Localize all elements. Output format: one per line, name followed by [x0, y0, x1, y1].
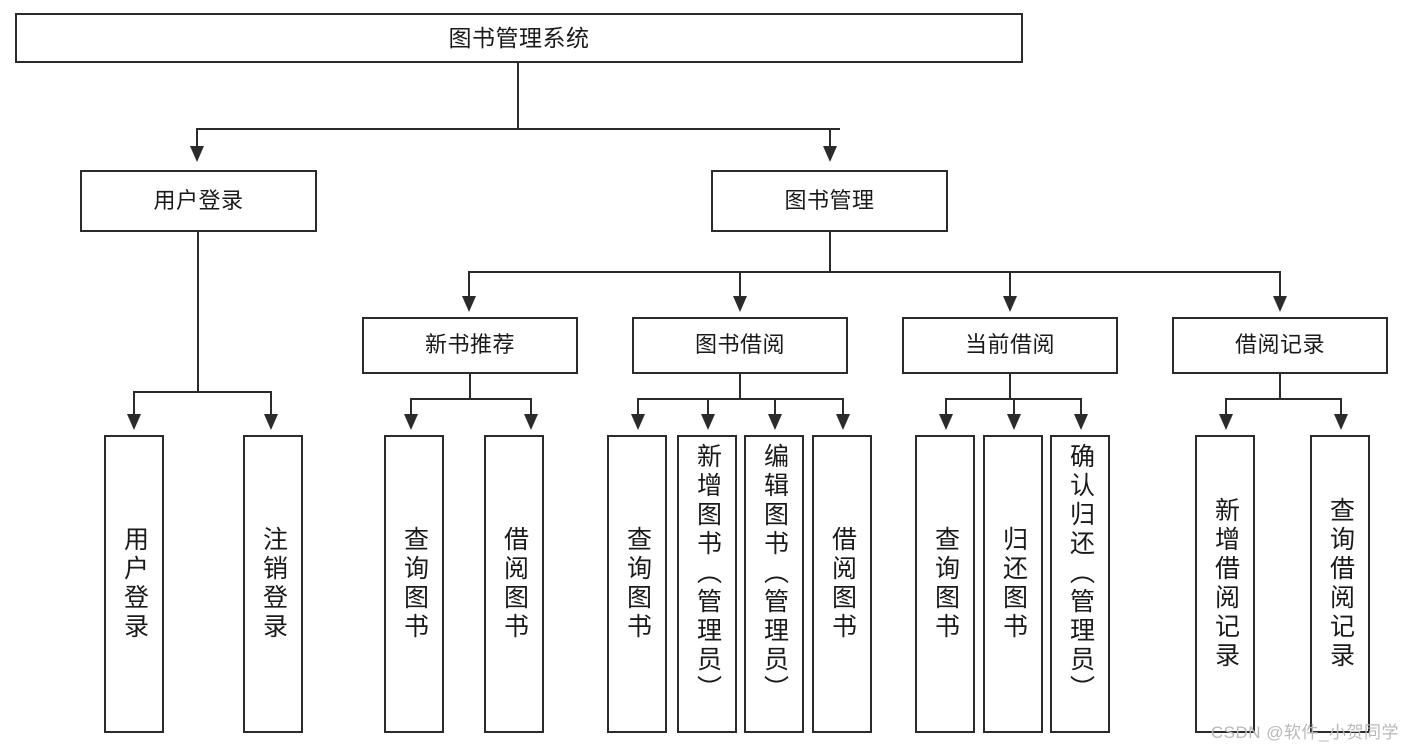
connector-root-to-user-login: [196, 128, 198, 148]
connector-user-login-bar: [133, 391, 270, 393]
connector-current-borrow-stem: [1009, 374, 1011, 399]
connector-to-current-borrow: [1009, 271, 1011, 297]
connector-book-borrow-stem: [739, 374, 741, 399]
node-label: 借阅记录: [1234, 332, 1325, 358]
connector-root-bar: [196, 128, 840, 130]
arrowhead-borrow-record: [1273, 296, 1287, 312]
node-label: 确认归还（管理员）: [1066, 443, 1095, 704]
connector-br-drop-1: [1225, 398, 1227, 416]
node-label: 归还图书: [999, 526, 1028, 642]
connector-cb-drop-3: [1080, 398, 1082, 416]
node-label: 注销登录: [259, 526, 288, 642]
node-label: 用户登录: [120, 526, 149, 642]
arrowhead-leaf-query-book-3: [939, 414, 953, 430]
node-label: 新增借阅记录: [1211, 497, 1240, 671]
node-leaf-user-login[interactable]: 用户登录: [104, 435, 164, 733]
arrowhead-user-login: [190, 146, 204, 162]
node-label: 用户登录: [153, 187, 244, 213]
node-new-book-recommend[interactable]: 新书推荐: [362, 317, 578, 374]
node-leaf-edit-book[interactable]: 编辑图书（管理员）: [744, 435, 804, 733]
arrowhead-leaf-query-book-2: [631, 414, 645, 430]
arrowhead-leaf-edit-book: [768, 414, 782, 430]
connector-nbr-drop-2: [530, 398, 532, 416]
connector-cb-drop-2: [1013, 398, 1015, 416]
node-leaf-logout-login[interactable]: 注销登录: [243, 435, 303, 733]
connector-to-borrow-record: [1279, 271, 1281, 297]
node-leaf-add-record[interactable]: 新增借阅记录: [1195, 435, 1255, 733]
node-book-borrow[interactable]: 图书借阅: [632, 317, 848, 374]
connector-cb-drop-1: [945, 398, 947, 416]
connector-root-to-book-management: [829, 128, 831, 148]
node-root-system[interactable]: 图书管理系统: [15, 13, 1023, 63]
connector-user-login-drop-1: [133, 391, 135, 416]
node-leaf-add-book[interactable]: 新增图书（管理员）: [677, 435, 737, 733]
connector-br-drop-2: [1340, 398, 1342, 416]
node-label: 图书管理: [784, 187, 875, 213]
arrowhead-current-borrow: [1003, 296, 1017, 312]
connector-book-management-bar: [468, 271, 1280, 273]
node-label: 图书借阅: [694, 332, 785, 358]
node-label: 图书管理系统: [448, 24, 590, 51]
node-label: 当前借阅: [964, 332, 1055, 358]
connector-new-book-recommend-bar: [410, 398, 530, 400]
node-book-management[interactable]: 图书管理: [711, 170, 948, 232]
node-leaf-return-book[interactable]: 归还图书: [983, 435, 1043, 733]
arrowhead-leaf-user-login: [127, 414, 141, 430]
connector-bb-drop-1: [637, 398, 639, 416]
arrowhead-leaf-return-book: [1007, 414, 1021, 430]
node-leaf-borrow-book-2[interactable]: 借阅图书: [812, 435, 872, 733]
node-leaf-query-record[interactable]: 查询借阅记录: [1310, 435, 1370, 733]
connector-bb-drop-4: [842, 398, 844, 416]
node-user-login[interactable]: 用户登录: [80, 170, 317, 232]
connector-new-book-recommend-stem: [469, 374, 471, 399]
connector-bb-drop-3: [774, 398, 776, 416]
arrowhead-book-management: [823, 146, 837, 162]
node-borrow-record[interactable]: 借阅记录: [1172, 317, 1388, 374]
node-leaf-query-book-3[interactable]: 查询图书: [915, 435, 975, 733]
connector-nbr-drop-1: [410, 398, 412, 416]
watermark-text: CSDN @软件_小贺同学: [1210, 723, 1399, 742]
node-label: 新书推荐: [424, 332, 515, 358]
node-leaf-query-book-2[interactable]: 查询图书: [607, 435, 667, 733]
connector-root-stem: [517, 63, 519, 129]
arrowhead-leaf-confirm-return: [1074, 414, 1088, 430]
node-label: 查询图书: [400, 526, 429, 642]
arrowhead-leaf-logout-login: [264, 414, 278, 430]
connector-to-new-book-recommend: [468, 271, 470, 297]
node-leaf-confirm-return[interactable]: 确认归还（管理员）: [1050, 435, 1110, 733]
node-current-borrow[interactable]: 当前借阅: [902, 317, 1118, 374]
connector-borrow-record-stem: [1279, 374, 1281, 399]
node-leaf-query-book-1[interactable]: 查询图书: [384, 435, 444, 733]
node-label: 查询图书: [623, 526, 652, 642]
connector-book-borrow-bar: [637, 398, 842, 400]
arrowhead-new-book-recommend: [462, 296, 476, 312]
connector-to-book-borrow: [739, 271, 741, 297]
arrowhead-leaf-borrow-book-1: [524, 414, 538, 430]
connector-borrow-record-bar: [1225, 398, 1340, 400]
arrowhead-leaf-add-record: [1219, 414, 1233, 430]
arrowhead-book-borrow: [733, 296, 747, 312]
connector-book-management-stem: [829, 232, 831, 272]
node-leaf-borrow-book-1[interactable]: 借阅图书: [484, 435, 544, 733]
connector-user-login-drop-2: [270, 391, 272, 416]
arrowhead-leaf-query-book-1: [404, 414, 418, 430]
connector-user-login-stem: [197, 232, 199, 392]
arrowhead-leaf-borrow-book-2: [836, 414, 850, 430]
connector-current-borrow-bar: [945, 398, 1080, 400]
node-label: 借阅图书: [500, 526, 529, 642]
node-label: 查询图书: [931, 526, 960, 642]
node-label: 新增图书（管理员）: [693, 443, 722, 704]
node-label: 借阅图书: [828, 526, 857, 642]
arrowhead-leaf-query-record: [1334, 414, 1348, 430]
node-label: 查询借阅记录: [1326, 497, 1355, 671]
arrowhead-leaf-add-book: [701, 414, 715, 430]
node-label: 编辑图书（管理员）: [760, 443, 789, 704]
connector-bb-drop-2: [707, 398, 709, 416]
